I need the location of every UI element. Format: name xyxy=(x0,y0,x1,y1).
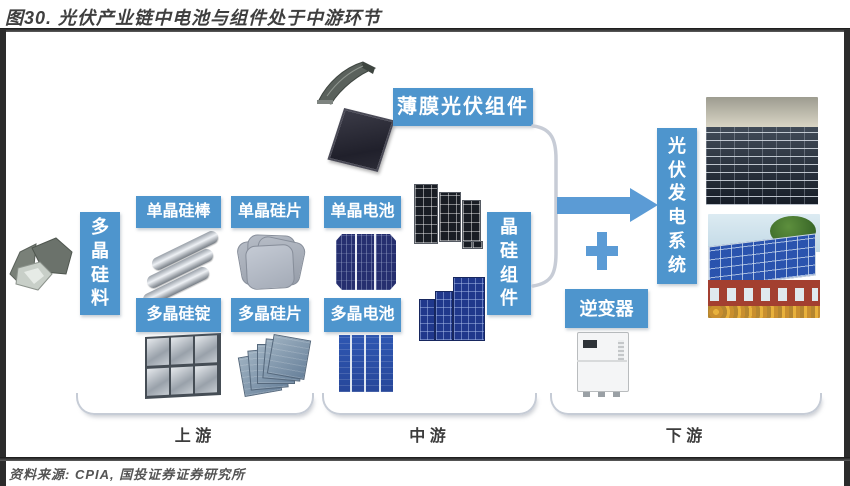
node-poly-wafer: 多晶硅片 xyxy=(231,298,309,332)
figure-left-border xyxy=(0,30,6,486)
mono-modules-image xyxy=(412,182,484,249)
solar-farm-photo xyxy=(706,97,818,205)
poly-cell-image xyxy=(339,335,393,392)
stage-label-upstream: 上 游 xyxy=(174,428,212,445)
node-poly-ingot: 多晶硅锭 xyxy=(136,298,221,332)
inverter-device-image xyxy=(577,332,629,398)
thin-film-panel-image xyxy=(327,107,395,173)
node-polysilicon: 多晶硅料 xyxy=(80,212,120,315)
source-note: 资料来源: CPIA, 国投证券证券研究所 xyxy=(9,467,246,482)
midstream-bracket xyxy=(322,393,537,415)
figure-title: 图30. 光伏产业链中电池与组件处于中游环节 xyxy=(5,8,382,28)
node-crystalline-module: 晶硅组件 xyxy=(487,212,531,315)
title-divider xyxy=(0,28,850,32)
footer-divider xyxy=(0,457,850,461)
mono-wafers-image xyxy=(235,231,309,291)
stage-label-midstream: 中 游 xyxy=(409,428,446,445)
right-arrow-icon xyxy=(557,197,631,214)
upstream-bracket xyxy=(76,393,314,415)
poly-wafers-image xyxy=(237,334,312,397)
rooftop-solar-photo xyxy=(708,214,820,318)
downstream-bracket xyxy=(550,393,822,415)
node-inverter: 逆变器 xyxy=(565,289,648,328)
plus-icon xyxy=(586,232,618,270)
node-pv-system: 光伏发电系统 xyxy=(657,128,697,284)
node-mono-wafer: 单晶硅片 xyxy=(231,196,309,228)
node-mono-rod: 单晶硅棒 xyxy=(136,196,221,228)
silicon-rods-image xyxy=(140,228,221,309)
mono-cell-image xyxy=(336,234,396,290)
right-arrow-head-icon xyxy=(630,188,658,222)
stage-label-downstream: 下 游 xyxy=(665,428,703,445)
node-poly-cell: 多晶电池 xyxy=(324,298,401,332)
polysilicon-chunks-image xyxy=(6,232,80,296)
node-mono-cell: 单晶电池 xyxy=(324,196,401,228)
thin-film-flexible-image xyxy=(313,56,381,108)
poly-modules-image xyxy=(419,277,485,341)
node-thin-film-module: 薄膜光伏组件 xyxy=(393,88,533,126)
silicon-ingots-image xyxy=(145,333,221,399)
figure-right-border xyxy=(844,30,850,486)
grouping-brace-icon xyxy=(531,123,561,289)
